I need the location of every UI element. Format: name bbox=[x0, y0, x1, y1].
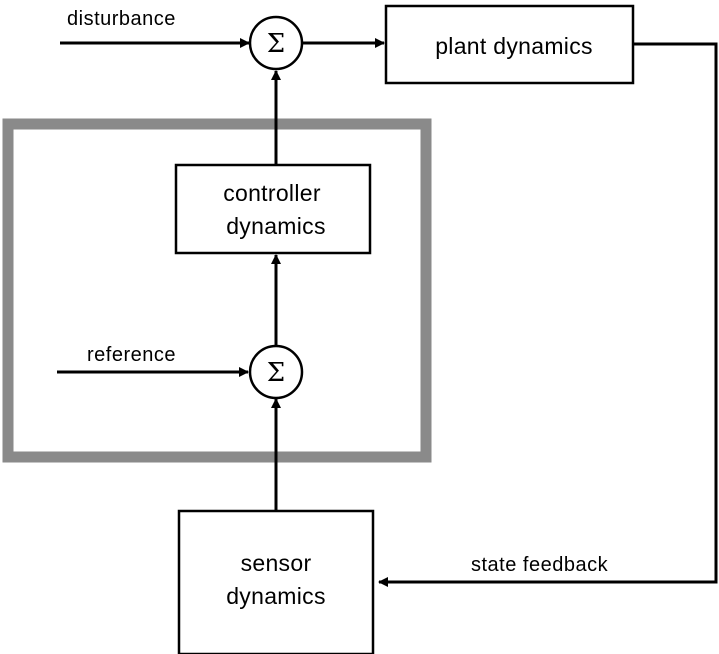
plant-dynamics-block bbox=[384, 4, 635, 85]
sigma-symbol-bottom: Σ bbox=[267, 358, 285, 388]
controller-dynamics-block bbox=[174, 163, 372, 255]
plant-dynamics-label: plant dynamics bbox=[435, 33, 593, 59]
sigma-symbol-top: Σ bbox=[267, 29, 285, 59]
controller-dynamics-label-line1: controller bbox=[223, 180, 321, 206]
sensor-dynamics-label-line2: dynamics bbox=[226, 583, 326, 609]
controller-frame bbox=[2, 118, 432, 463]
state-feedback-label: state feedback bbox=[471, 554, 609, 576]
state-feedback-path bbox=[378, 42, 718, 587]
sensor-dynamics-block bbox=[177, 509, 375, 654]
reference-label: reference bbox=[87, 344, 176, 366]
disturbance-label: disturbance bbox=[67, 8, 176, 30]
sensor-dynamics-label-line1: sensor bbox=[241, 550, 312, 576]
controller-dynamics-label-line2: dynamics bbox=[226, 213, 326, 239]
